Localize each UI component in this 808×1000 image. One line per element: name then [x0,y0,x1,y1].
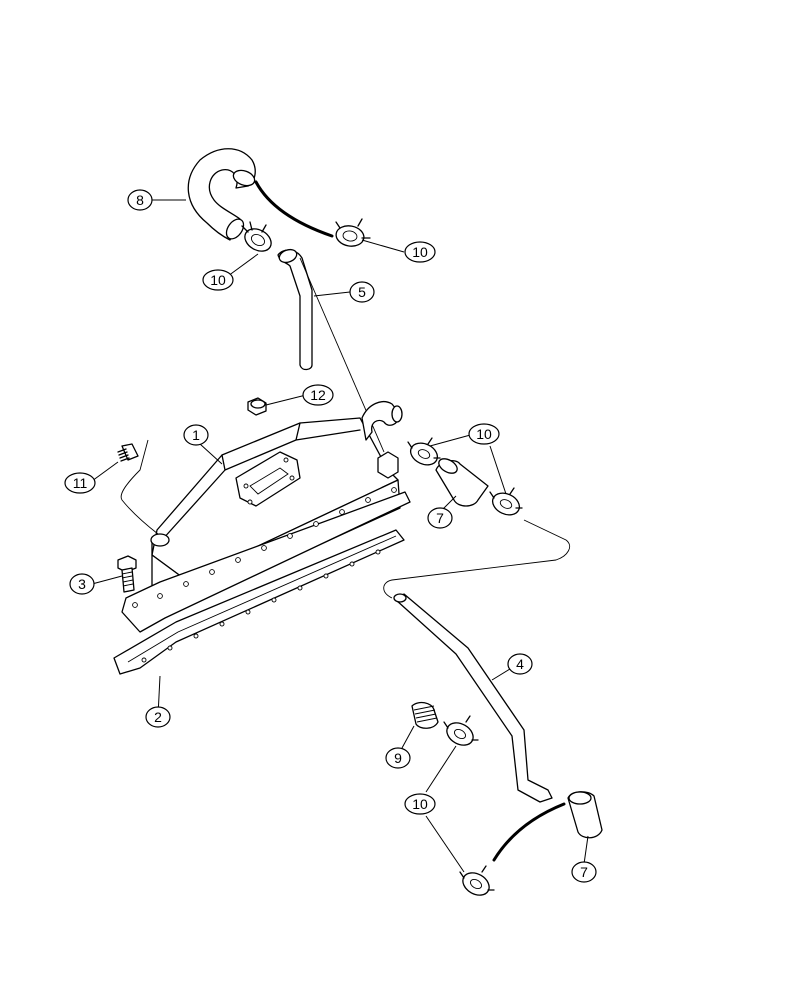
hose-clamp-part-10 [443,715,479,746]
svg-text:12: 12 [310,387,326,403]
leader-lines [91,199,589,873]
engine-cover-part-1 [121,401,411,633]
callout-5: 5 [349,281,375,303]
callout-3: 3 [69,573,95,595]
bolt-part-3 [117,555,137,593]
callout-10: 10 [404,241,436,263]
callout-10: 10 [404,793,436,815]
hose-clamp-part-10 [241,221,272,252]
callout-11: 11 [64,472,96,494]
svg-text:8: 8 [136,192,144,208]
svg-text:4: 4 [516,656,524,672]
svg-text:3: 3 [78,576,86,592]
svg-text:2: 2 [154,709,162,725]
svg-text:5: 5 [358,284,366,300]
gasket-part-2 [113,529,405,675]
callout-7: 7 [571,861,597,883]
fitting-part-9 [411,701,439,729]
hose-sleeve-part-7 [567,791,603,839]
pipe-part-4 [393,593,553,803]
callout-1: 1 [183,424,209,446]
callout-9: 9 [385,747,411,769]
svg-text:10: 10 [476,426,492,442]
svg-text:7: 7 [580,864,588,880]
callout-10: 10 [468,423,500,445]
svg-text:11: 11 [73,475,88,491]
callout-12: 12 [302,384,334,406]
hose-clamp-part-10 [489,487,523,516]
upper-hose-part-8 [187,148,334,241]
svg-text:10: 10 [412,796,428,812]
callout-4: 4 [507,653,533,675]
hose-clamp-part-10 [407,437,441,466]
svg-text:10: 10 [412,244,428,260]
svg-text:9: 9 [394,750,402,766]
hose-clamp-part-10 [459,865,495,896]
stud-part-11 [117,443,139,462]
hose-clamp-part-10 [335,218,371,247]
svg-text:1: 1 [192,427,200,443]
hose-sleeve-part-7 [435,458,489,507]
callout-8: 8 [127,189,153,211]
plug-part-12 [247,397,267,416]
callout-7: 7 [427,507,453,529]
svg-text:10: 10 [210,272,226,288]
svg-text:7: 7 [436,510,444,526]
callout-10: 10 [202,269,234,291]
callout-2: 2 [145,706,171,728]
